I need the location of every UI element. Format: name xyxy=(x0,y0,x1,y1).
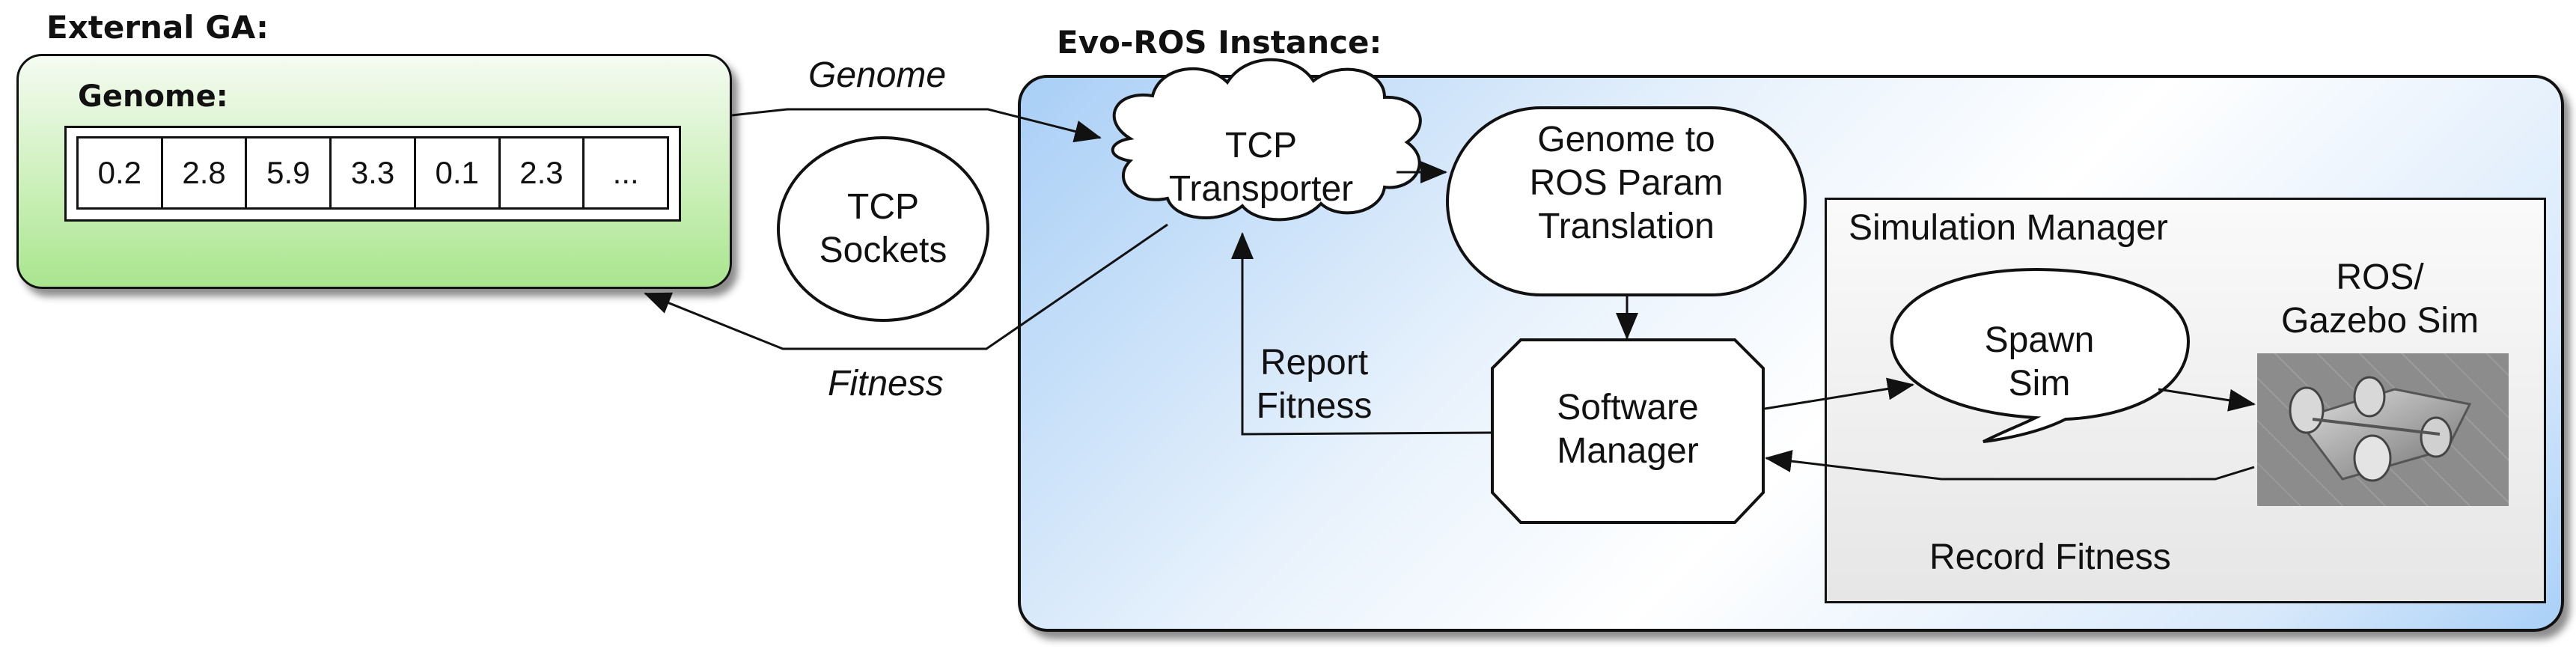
genome-cell: 3.3 xyxy=(332,138,416,207)
genome-translation-line2: ROS Param xyxy=(1529,163,1724,203)
tcp-transporter-line2: Transporter xyxy=(1168,169,1354,209)
genome-cell: 0.1 xyxy=(416,138,501,207)
spawn-sim-label: Spawn Sim xyxy=(1946,319,2133,406)
spawn-sim-line2: Sim xyxy=(2008,364,2071,403)
report-fitness-label: Report Fitness xyxy=(1254,341,1374,428)
fitness-edge xyxy=(644,223,1168,350)
spawn-sim-bubble xyxy=(1890,267,2191,443)
robot-car-icon xyxy=(2289,376,2472,482)
software-manager-label: Software Manager xyxy=(1492,386,1763,473)
spawn-to-gazebo-edge xyxy=(2158,388,2256,412)
gazebo-sim-line1: ROS/ xyxy=(2336,258,2424,297)
external-ga-title: External GA: xyxy=(46,9,269,46)
tcp-sockets-line2: Sockets xyxy=(819,231,947,270)
genome-translation-line3: Translation xyxy=(1538,207,1715,246)
software-manager-node xyxy=(1491,338,1765,524)
software-to-spawn-edge xyxy=(1764,377,1914,410)
gazebo-sim-label: ROS/ Gazebo Sim xyxy=(2260,256,2500,343)
genome-cell: 5.9 xyxy=(247,138,332,207)
software-manager-line2: Manager xyxy=(1557,431,1699,471)
simulation-manager-title: Simulation Manager xyxy=(1849,208,2168,248)
genome-cell: 2.8 xyxy=(163,138,248,207)
genome-translation-node xyxy=(1446,106,1807,296)
tcp-sockets-label: TCP Sockets xyxy=(808,186,958,272)
spawn-sim-line1: Spawn xyxy=(1984,320,2095,360)
software-manager-line1: Software xyxy=(1557,388,1699,427)
tcp-transporter-cloud xyxy=(1111,58,1422,222)
fitness-edge-label: Fitness xyxy=(828,364,944,403)
evo-ros-title: Evo-ROS Instance: xyxy=(1057,24,1382,61)
genome-edge xyxy=(731,108,1102,143)
gazebo-sim-line2: Gazebo Sim xyxy=(2280,301,2479,341)
tcp-sockets-line1: TCP xyxy=(847,187,919,227)
tcp-transporter-line1: TCP xyxy=(1225,126,1297,165)
tcp-transporter-label: TCP Transporter xyxy=(1138,124,1385,211)
tcp-sockets-node xyxy=(777,136,989,322)
genome-translation-label: Genome to ROS Param Translation xyxy=(1447,118,1805,249)
genome-edge-label: Genome xyxy=(808,55,947,95)
report-fitness-line2: Fitness xyxy=(1256,386,1373,426)
record-fitness-label: Record Fitness xyxy=(1929,537,2171,577)
genome-array: 0.2 2.8 5.9 3.3 0.1 2.3 ... xyxy=(76,136,669,210)
report-fitness-line1: Report xyxy=(1260,343,1369,383)
genome-cell: 2.3 xyxy=(501,138,585,207)
record-fitness-edge xyxy=(1765,450,2255,481)
report-fitness-edge xyxy=(1231,232,1492,436)
genome-cell: ... xyxy=(612,155,639,190)
genome-label: Genome: xyxy=(78,79,228,114)
genome-cell: 0.2 xyxy=(79,138,163,207)
genome-translation-line1: Genome to xyxy=(1537,120,1715,159)
